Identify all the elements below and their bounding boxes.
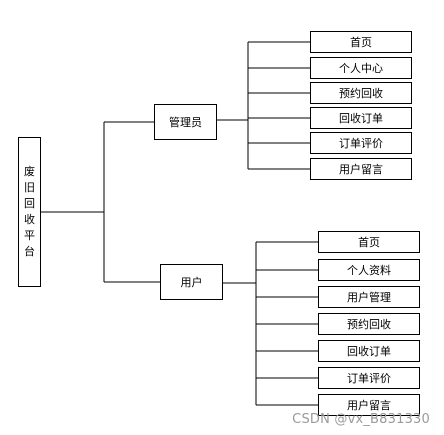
root-char-2: 旧 [24,181,35,194]
root-node: 废 旧 回 收 平 台 [18,137,41,287]
admin-item-profile-center: 个人中心 [310,57,412,79]
watermark: CSDN @vx_B831330 [292,412,430,427]
user-node: 用户 [160,264,223,300]
admin-node: 管理员 [154,104,217,140]
admin-item-home: 首页 [310,31,412,53]
user-item-booking-recycle: 预约回收 [318,313,420,335]
root-char-3: 回 [24,197,35,210]
user-item-profile: 个人资料 [318,259,420,281]
user-item-recycle-orders: 回收订单 [318,340,420,362]
root-char-1: 废 [24,165,35,178]
root-char-6: 台 [24,245,35,258]
root-char-5: 平 [24,229,35,242]
admin-item-user-messages: 用户留言 [310,158,412,180]
root-char-4: 收 [24,213,35,226]
user-item-user-management: 用户管理 [318,286,420,308]
admin-item-recycle-orders: 回收订单 [310,107,412,129]
admin-item-booking-recycle: 预约回收 [310,82,412,104]
admin-item-order-reviews: 订单评价 [310,132,412,154]
user-item-user-messages: 用户留言 [318,394,420,416]
user-item-order-reviews: 订单评价 [318,367,420,389]
user-item-home: 首页 [318,231,420,253]
